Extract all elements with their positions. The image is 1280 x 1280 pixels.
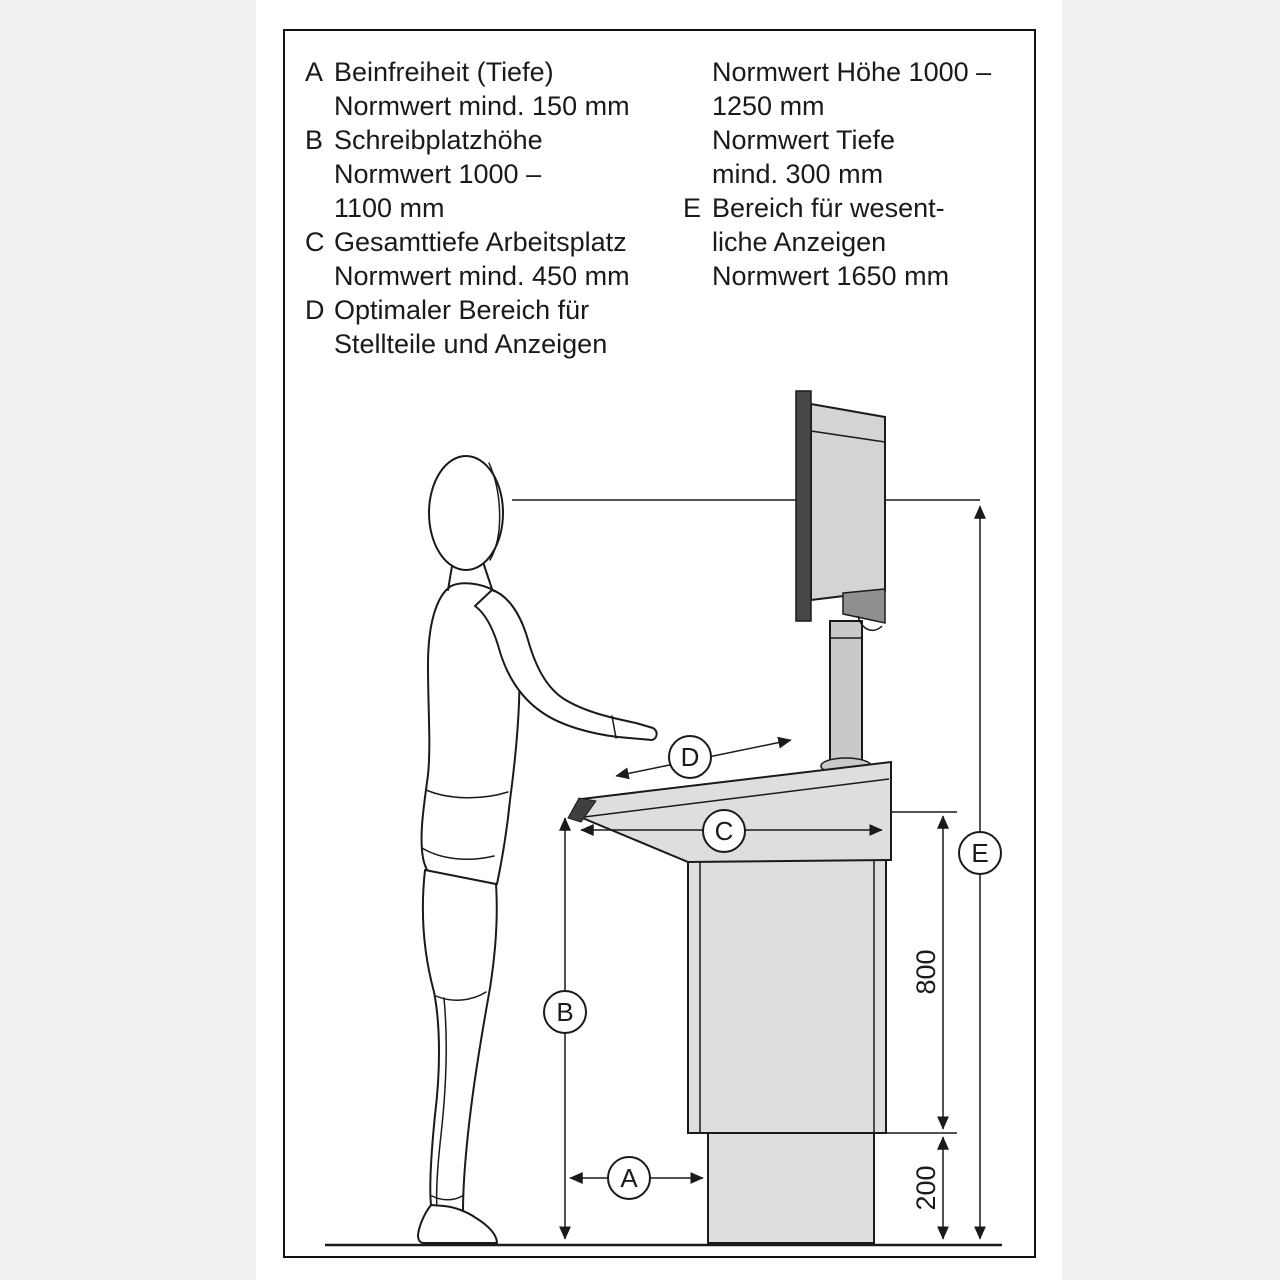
- legend-line: Normwert 1000 –: [334, 159, 542, 189]
- monitor-top-edge: [810, 430, 886, 443]
- monitor-cable: [857, 615, 883, 632]
- legend-line: Optimaler Bereich für: [334, 295, 590, 325]
- legend-line: Beinfreiheit (Tiefe): [334, 57, 554, 87]
- legend-text: Schreibplatzhöhe Normwert 1000 – 1100 mm: [334, 123, 543, 225]
- monitor-screen-front: [795, 390, 812, 622]
- legend-item-d: D Optimaler Bereich für Stellteile und A…: [305, 293, 655, 361]
- marker-circle-e: [958, 831, 1002, 875]
- legend-text: Gesamttiefe Arbeitsplatz Normwert mind. …: [334, 225, 630, 293]
- legend-line: Normwert mind. 450 mm: [334, 261, 630, 291]
- legend-line: Gesamttiefe Arbeitsplatz: [334, 227, 627, 257]
- figure-arm: [474, 589, 658, 741]
- legend-line: Normwert 1650 mm: [712, 261, 950, 291]
- marker-circle-c: [702, 809, 746, 853]
- legend-line: Normwert Höhe 1000 –: [712, 57, 992, 87]
- legend-line: Schreibplatzhöhe: [334, 125, 543, 155]
- monitor-hinge: [842, 588, 886, 624]
- marker-circle-b: [543, 990, 587, 1034]
- desk-slab-edge: [583, 778, 890, 818]
- circled-markers: [543, 735, 1002, 1200]
- legend-item-a: A Beinfreiheit (Tiefe) Normwert mind. 15…: [305, 55, 655, 123]
- legend-line: mind. 300 mm: [712, 159, 884, 189]
- marker-letter-e: E: [971, 838, 988, 868]
- legend-line: 1100 mm: [334, 193, 445, 223]
- marker-letter-b: B: [556, 997, 573, 1027]
- figure-waist-line: [425, 789, 509, 799]
- legend-letter: A: [305, 57, 324, 87]
- dim-800-label: 800: [911, 949, 941, 994]
- marker-letter-c: C: [715, 816, 734, 846]
- human-figure: [417, 455, 658, 1244]
- legend-line: 1250 mm: [712, 91, 825, 121]
- legend-item-e: E Bereich für wesent- liche Anzeigen Nor…: [683, 191, 1023, 293]
- figure-knee-line: [435, 991, 487, 1001]
- figure-hip-line: [421, 847, 495, 861]
- legend-line: Bereich für wesent-: [712, 193, 945, 223]
- legend-line: liche Anzeigen: [712, 227, 887, 257]
- figure-face-line: [488, 462, 501, 561]
- marker-circle-a: [607, 1156, 651, 1200]
- figure-foot: [417, 1204, 498, 1244]
- figure-neck: [447, 561, 493, 591]
- legend-letter: D: [305, 295, 325, 325]
- legend-text: Optimaler Bereich für Stellteile und Anz…: [334, 293, 607, 361]
- legend-letter: B: [305, 125, 324, 155]
- figure-head: [428, 455, 504, 571]
- monitor-assembly: [795, 390, 886, 775]
- dim-200-label: 200: [911, 1165, 941, 1210]
- legend-item-d-continued: Normwert Höhe 1000 – 1250 mm Normwert Ti…: [683, 55, 1023, 191]
- marker-circle-d: [668, 735, 712, 779]
- legend-line: Normwert mind. 150 mm: [334, 91, 630, 121]
- desk-front-lip: [567, 797, 597, 823]
- console-body: [687, 859, 887, 1134]
- circled-marker-letters: D C B A E: [556, 742, 988, 1193]
- ergonomics-diagram: 800 200 D: [325, 390, 1002, 1247]
- legend-letter: E: [683, 193, 702, 223]
- legend-item-b: B Schreibplatzhöhe Normwert 1000 – 1100 …: [305, 123, 655, 225]
- legend-text: Beinfreiheit (Tiefe) Normwert mind. 150 …: [334, 55, 630, 123]
- legend-item-c: C Gesamttiefe Arbeitsplatz Normwert mind…: [305, 225, 655, 293]
- legend-text: Bereich für wesent- liche Anzeigen Normw…: [712, 191, 949, 293]
- legend-column-right: Normwert Höhe 1000 – 1250 mm Normwert Ti…: [683, 55, 1023, 293]
- legend-column-left: A Beinfreiheit (Tiefe) Normwert mind. 15…: [305, 55, 655, 361]
- figure-wrist-line: [611, 715, 617, 739]
- console-base: [707, 1132, 875, 1244]
- marker-letter-d: D: [681, 742, 700, 772]
- legend-line: Stellteile und Anzeigen: [334, 329, 608, 359]
- legend-line: Normwert Tiefe: [712, 125, 896, 155]
- marker-letter-a: A: [620, 1163, 638, 1193]
- legend-letter: C: [305, 227, 325, 257]
- figure-frame: A Beinfreiheit (Tiefe) Normwert mind. 15…: [283, 29, 1036, 1258]
- figure-ankle-line: [431, 1195, 463, 1201]
- monitor-pole: [829, 620, 863, 770]
- figure-legs: [421, 869, 498, 1219]
- legend-text: Normwert Höhe 1000 – 1250 mm Normwert Ti…: [712, 55, 991, 191]
- figure-leg-inner-line: [435, 997, 447, 1211]
